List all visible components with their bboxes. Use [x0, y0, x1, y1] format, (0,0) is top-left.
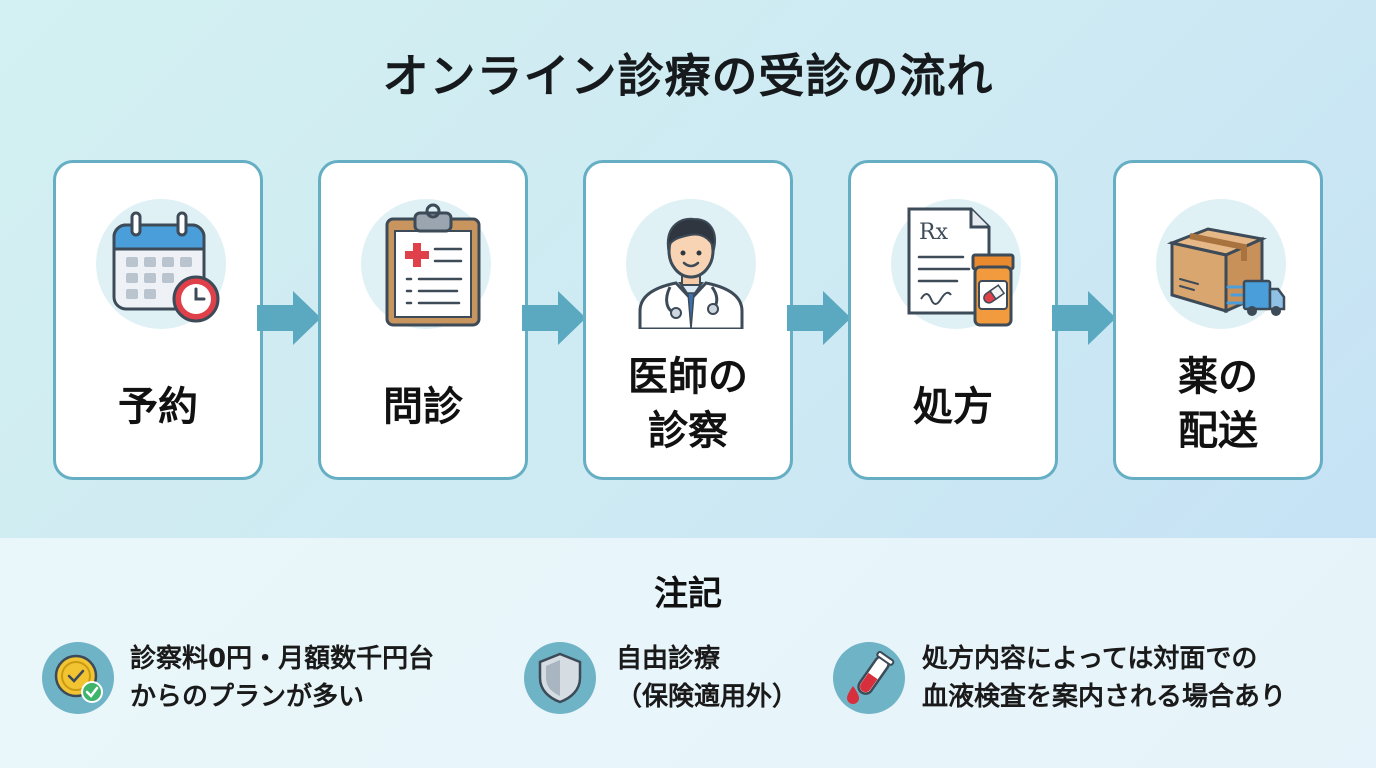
blood-test-tube-icon — [833, 642, 905, 714]
doctor-icon — [626, 199, 756, 329]
step-label: 配送 — [1178, 408, 1258, 454]
prescription-medicine-icon: Rx — [891, 199, 1021, 329]
page-title: オンライン診療の受診の流れ — [382, 49, 994, 103]
step-delivery: 薬の 配送 — [1113, 160, 1323, 480]
step-label: 診察 — [648, 408, 728, 454]
note-line: 血液検査を案内される場合あり — [922, 682, 1287, 712]
arrow-right-icon — [257, 291, 321, 345]
note-line: （保険適用外） — [616, 682, 799, 712]
step-consultation: 医師の 診察 — [583, 160, 793, 480]
step-label: 医師の — [628, 354, 748, 400]
package-delivery-icon — [1156, 199, 1286, 329]
note-text: 診察料0円・月額数千円台 からのプランが多い — [130, 640, 434, 716]
shield-icon — [524, 642, 596, 714]
notes-title: 注記 — [654, 574, 722, 614]
svg-text:Rx: Rx — [919, 220, 949, 245]
coin-check-icon — [42, 642, 114, 714]
step-prescription: Rx 処方 — [848, 160, 1058, 480]
step-interview: 問診 — [318, 160, 528, 480]
step-label: 問診 — [383, 384, 463, 430]
calendar-clock-icon — [96, 199, 226, 329]
note-line: 診察料0円・月額数千円台 — [130, 644, 435, 674]
note-text: 自由診療 （保険適用外） — [616, 640, 798, 716]
arrow-right-icon — [522, 291, 586, 345]
step-label: 予約 — [118, 384, 198, 430]
note-line: 処方内容によっては対面での — [922, 644, 1258, 674]
arrow-right-icon — [1052, 291, 1116, 345]
clipboard-medical-icon — [361, 199, 491, 329]
step-label: 処方 — [913, 384, 993, 430]
step-label: 薬の — [1178, 354, 1258, 400]
note-line: 自由診療 — [616, 644, 721, 674]
note-line: からのプランが多い — [130, 682, 365, 712]
step-reservation: 予約 — [53, 160, 263, 480]
notes-panel — [0, 538, 1376, 768]
arrow-right-icon — [787, 291, 851, 345]
note-text: 処方内容によっては対面での 血液検査を案内される場合あり — [922, 640, 1286, 716]
